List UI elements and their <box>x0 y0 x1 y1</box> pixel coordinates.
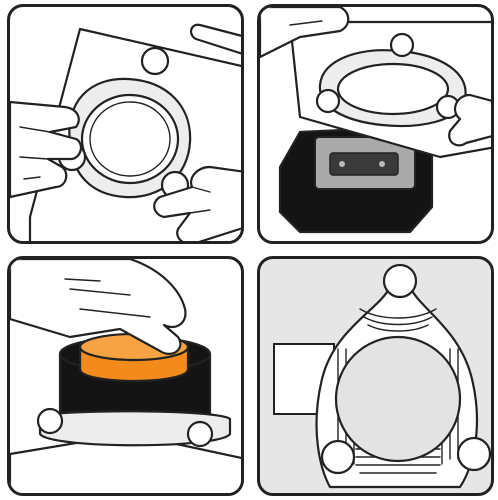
connector-pin-2 <box>379 161 385 167</box>
step-4-panel <box>257 256 494 496</box>
ring-hole <box>80 93 180 185</box>
right-hand-fingers <box>189 186 211 214</box>
ring-knob-left <box>315 88 341 114</box>
top-hand <box>260 7 350 59</box>
ring-knob-top <box>389 32 415 58</box>
ring-inner-line <box>89 101 171 177</box>
ring-knob-top <box>140 46 170 76</box>
ring-hole <box>336 62 450 116</box>
right-hand <box>448 93 491 147</box>
lens <box>334 335 462 463</box>
align-mount-icon <box>260 7 491 234</box>
ring-knob-left <box>36 407 64 435</box>
connector-pin-1 <box>339 161 345 167</box>
top-hand <box>190 23 241 55</box>
hand-finger-lines <box>64 278 151 318</box>
left-hand-fingers <box>19 126 51 180</box>
step-1-panel <box>7 4 244 244</box>
step-2-panel <box>257 4 494 244</box>
step-3-panel <box>7 256 244 496</box>
peel-backing-icon <box>10 23 241 241</box>
ring-knob-right <box>456 436 491 472</box>
ring-knob-left <box>320 439 356 475</box>
left-hand <box>10 100 82 199</box>
pressing-hand <box>10 259 187 355</box>
press-down-icon <box>10 259 241 493</box>
right-hand <box>153 165 241 241</box>
top-hand-finger <box>289 20 323 26</box>
mounted-result-icon <box>273 263 491 489</box>
adhesive-ring <box>38 410 232 447</box>
ring-knob-top <box>382 263 418 299</box>
device-connector <box>329 152 399 176</box>
ring-knob-right <box>186 420 214 448</box>
